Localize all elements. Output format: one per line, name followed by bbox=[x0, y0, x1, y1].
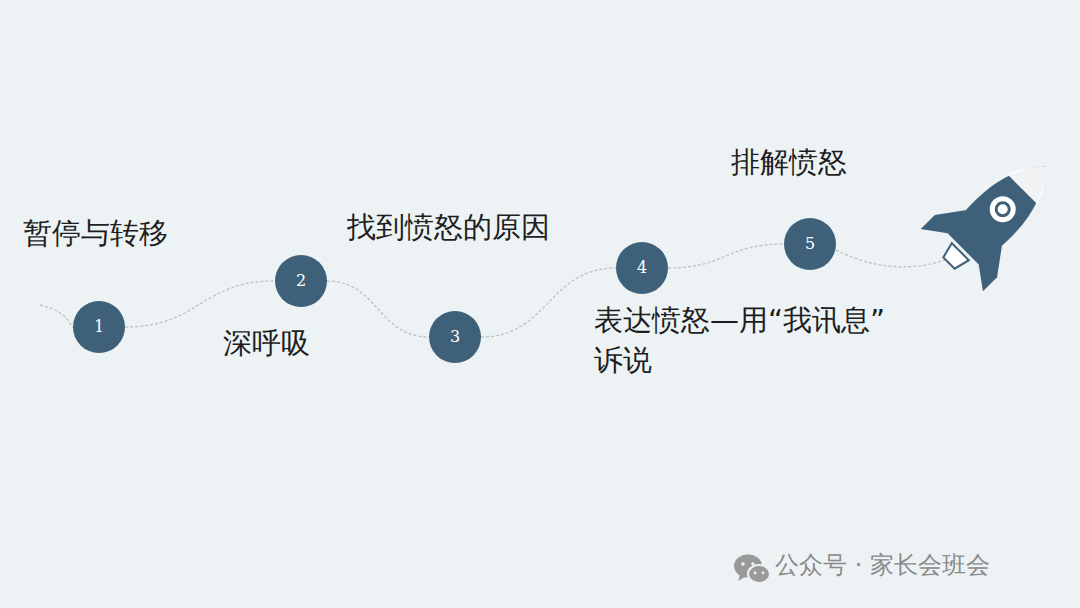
step-circle: 3找到愤怒的原因 bbox=[429, 311, 481, 363]
step-circle: 1暂停与转移 bbox=[73, 301, 125, 353]
wechat-icon bbox=[734, 555, 770, 584]
step-circle: 5排解愤怒 bbox=[784, 218, 836, 270]
step-heading: 找到愤怒的原因 bbox=[347, 207, 550, 247]
dashed-connector bbox=[125, 281, 275, 327]
step-number: 4 bbox=[637, 260, 647, 276]
step-number: 1 bbox=[94, 319, 104, 335]
step-number: 5 bbox=[805, 236, 815, 252]
step-circle: 4表达愤怒—用“我讯息”诉说 bbox=[616, 242, 668, 294]
step-heading: 深呼吸 bbox=[223, 323, 310, 363]
rocket-icon bbox=[918, 136, 1076, 294]
dashed-connector bbox=[327, 281, 429, 337]
step-heading: 排解愤怒 bbox=[731, 142, 847, 182]
step-number: 2 bbox=[296, 273, 306, 289]
lead-line bbox=[40, 305, 73, 327]
dashed-connector bbox=[668, 244, 784, 268]
watermark: 公众号 · 家长会班会 bbox=[775, 550, 990, 580]
step-heading: 表达愤怒—用“我讯息”诉说 bbox=[594, 300, 894, 380]
step-heading: 暂停与转移 bbox=[23, 213, 168, 253]
step-number: 3 bbox=[450, 329, 460, 345]
step-circle: 2深呼吸 bbox=[275, 255, 327, 307]
trail-line bbox=[836, 250, 950, 267]
